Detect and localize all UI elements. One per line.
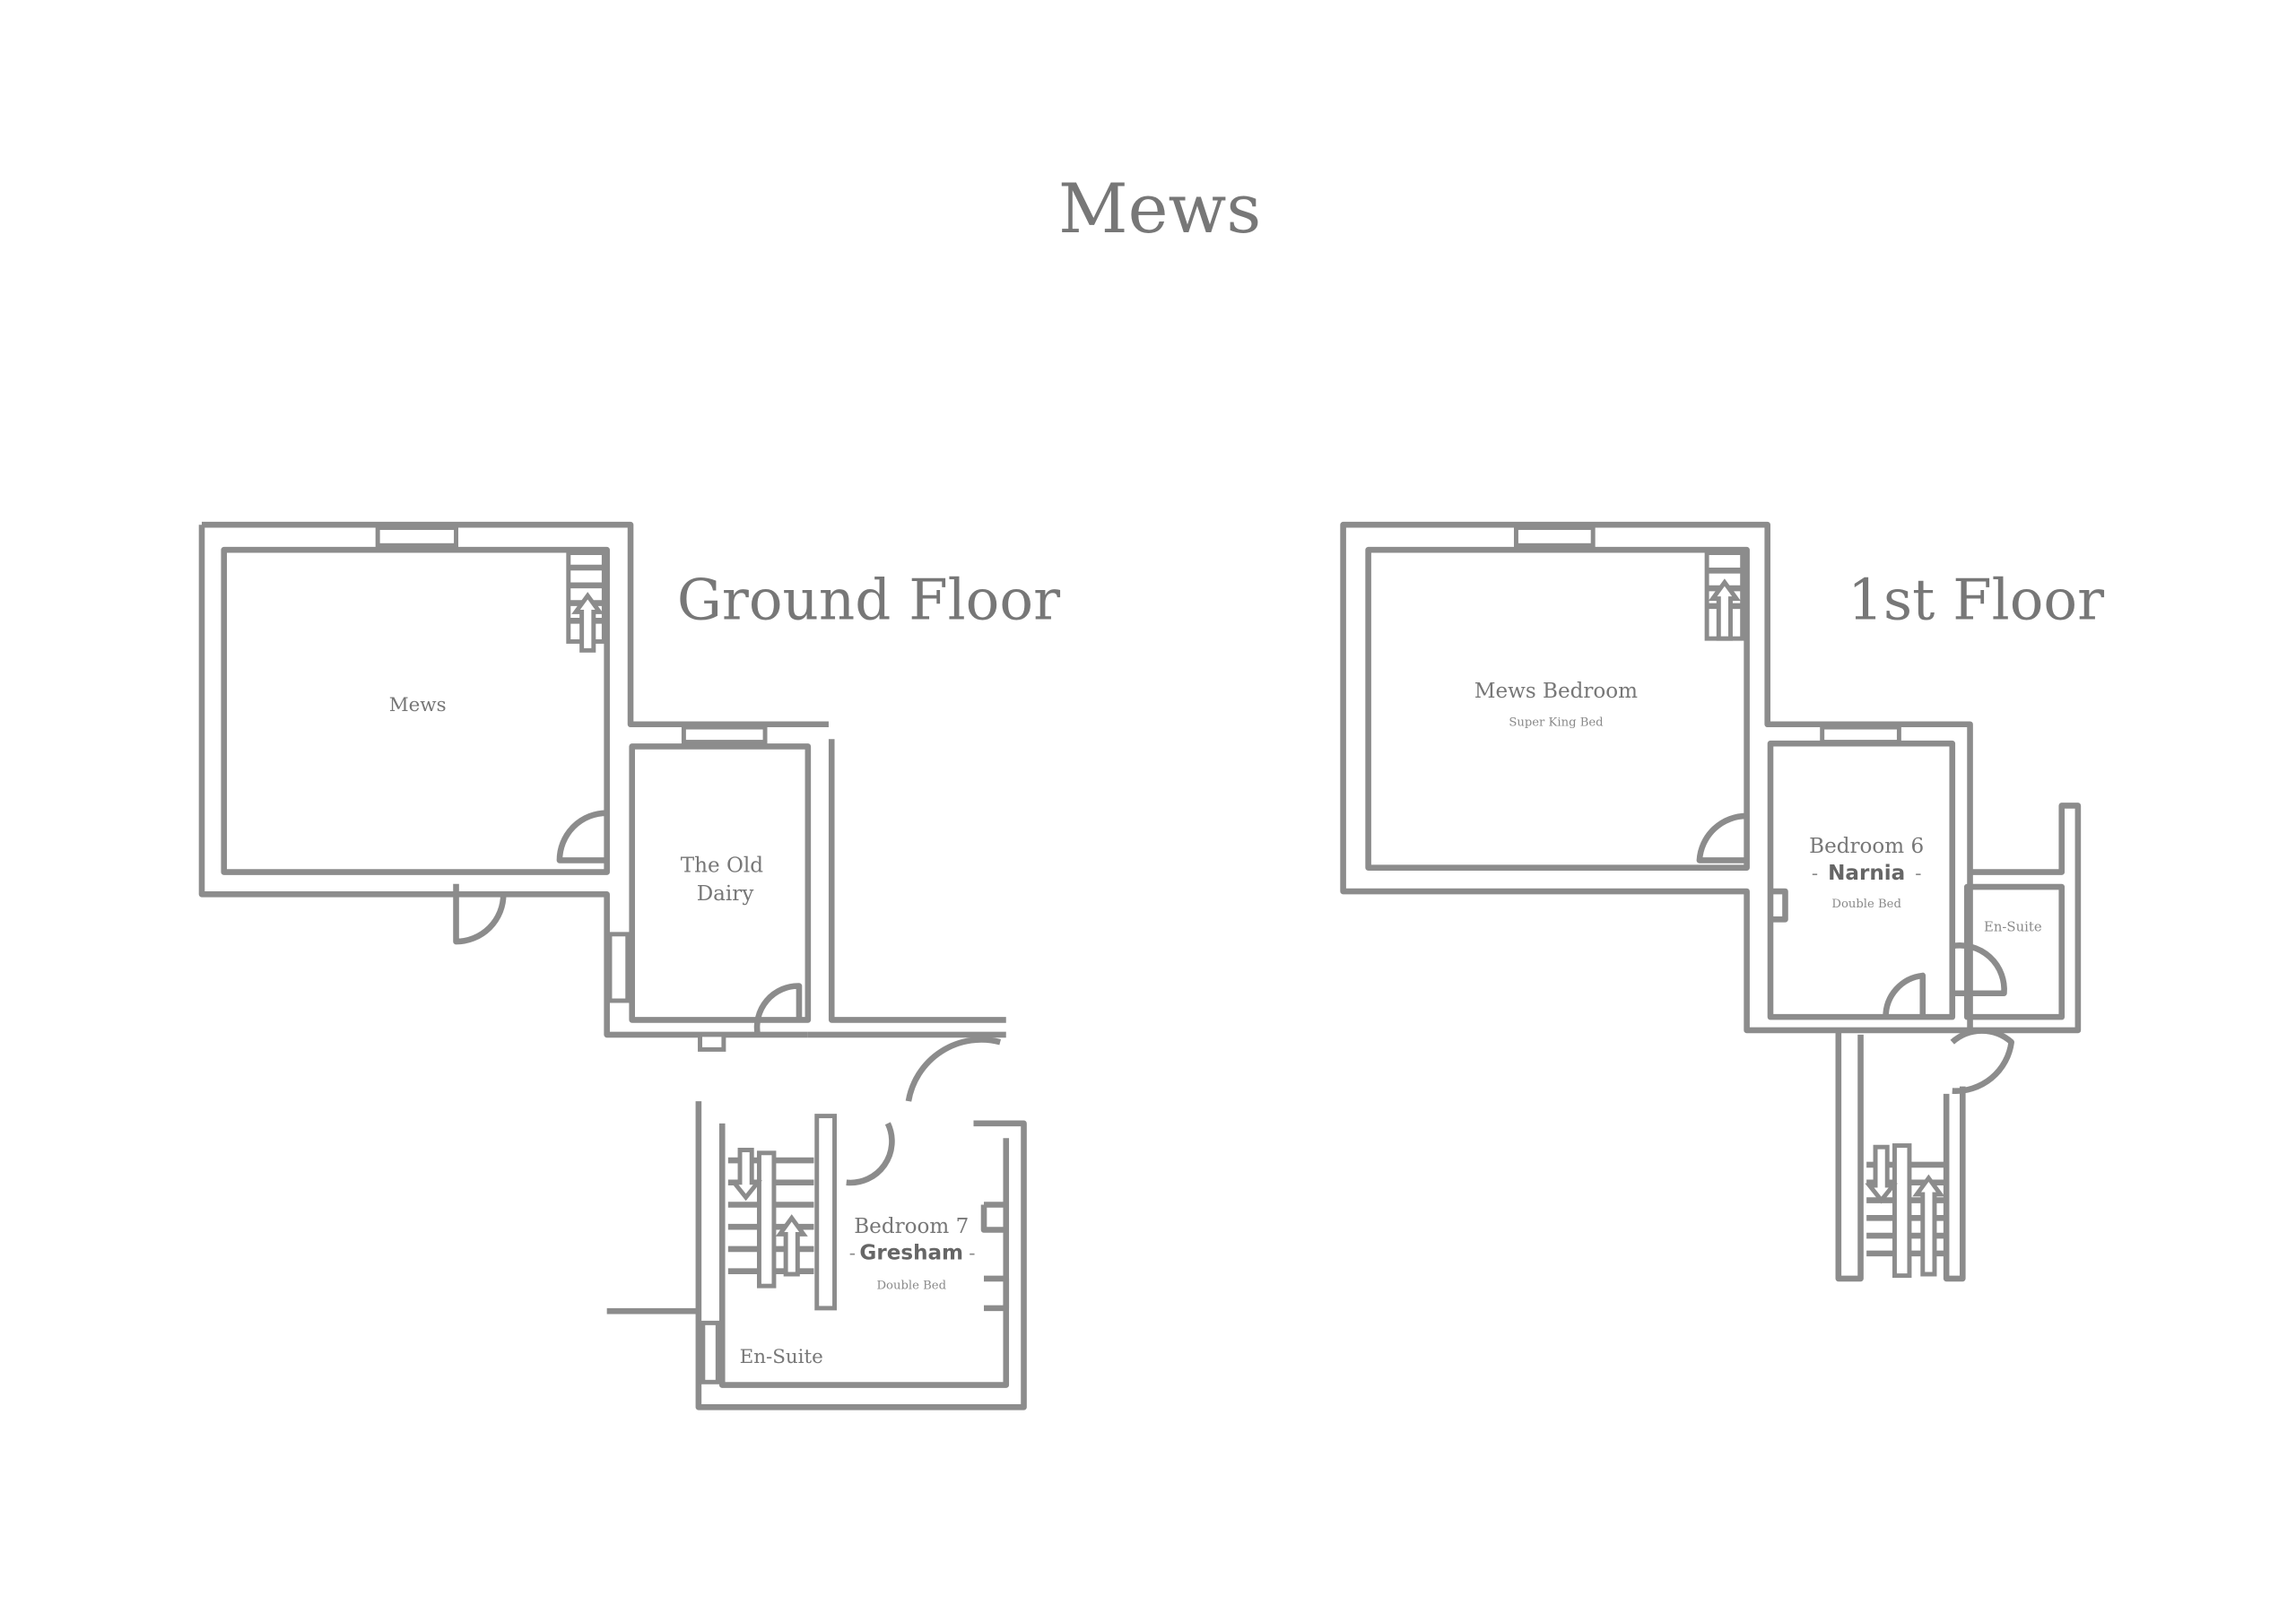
dash: - [1812,863,1818,885]
room-label-mews-bedroom: Mews Bedroom [1474,680,1638,703]
window [375,525,458,548]
dash: - [1915,863,1921,885]
en-suite-room: En-Suite [1963,803,2082,1034]
window [1820,725,1901,744]
door-icon [1952,942,2007,997]
room-label-bedroom-7: Bedroom 7 [854,1215,969,1238]
door-icon [453,883,507,945]
old-dairy-room: The Old Dairy [607,725,1006,1052]
first-floor-plan: 1st Floor Mews Bedroom Super King Bed Be… [1340,521,2104,1282]
door-icon [1950,1028,2014,1094]
ground-floor-label: Ground Floor [677,568,1060,633]
bedroom-6-room: Bedroom 6 - Narnia - Double Bed [1767,725,2007,1020]
ground-floor-plan: Ground Floor Mews The Old Dairy [198,521,1060,1410]
stairs-icon [727,1148,814,1289]
bedroom-7-room: Bedroom 7 - Gresham - Double Bed En-Suit… [606,1037,1027,1410]
stairwell [1835,1028,2014,1282]
room-label-old-dairy: The Old Dairy [681,855,770,906]
bed-type: Super King Bed [1509,716,1604,729]
room-label-en-suite: En-Suite [740,1346,823,1368]
door-icon [905,1037,1001,1102]
page-title: Mews [1058,169,1261,248]
first-floor-label: 1st Floor [1848,568,2104,633]
dash: - [969,1242,975,1264]
room-label-bedroom-6: Bedroom 6 [1809,835,1924,858]
stairs-icon [1704,551,1745,641]
door-icon [1696,812,1747,864]
room-label-en-suite: En-Suite [1984,920,2042,935]
window [700,1320,720,1384]
bed-type: Double Bed [876,1279,946,1292]
door-icon [556,810,607,864]
door-icon [846,1122,895,1186]
mews-room: Mews [198,521,829,1038]
stairs-icon [566,551,606,653]
room-name-narnia: Narnia [1828,862,1905,885]
bed-type: Double Bed [1831,898,1901,911]
door-icon [1883,972,1926,1018]
door-icon [753,983,803,1036]
window [681,725,768,744]
window [607,932,631,1003]
room-label-mews: Mews [389,694,447,716]
dash: - [849,1242,856,1264]
window [1513,525,1596,548]
room-name-gresham: Gresham [859,1241,963,1264]
